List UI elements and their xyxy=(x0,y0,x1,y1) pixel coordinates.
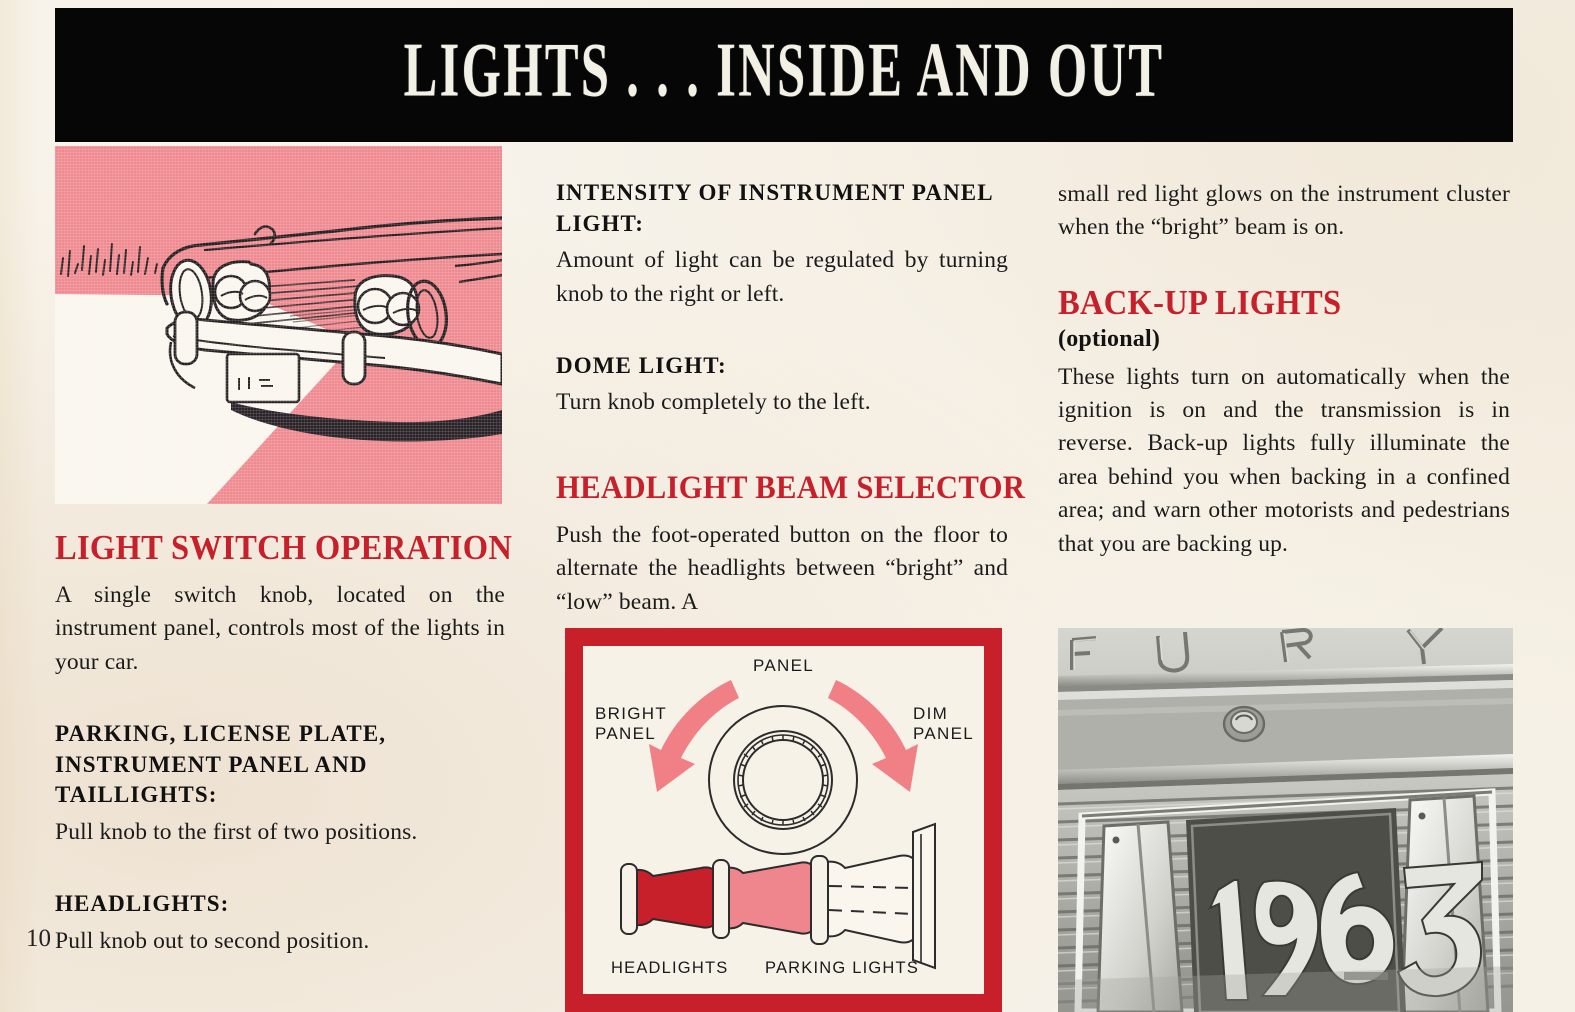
arrow-dim-icon xyxy=(828,680,918,792)
upper-chrome-trim xyxy=(1058,664,1513,700)
page-header-banner: LIGHTS . . . INSIDE AND OUT xyxy=(55,8,1513,142)
subhead-parking-license-plate: PARKING, LICENSE PLATE, INSTRUMENT PANEL… xyxy=(55,721,387,808)
subhead-headlights: HEADLIGHTS: xyxy=(55,891,230,917)
note-optional: (optional) xyxy=(1058,325,1161,352)
knob-knurl-texture xyxy=(737,735,829,825)
paragraph-headlights-position: Pull knob out to second position. xyxy=(55,927,370,954)
diagram-label-bright-panel: BRIGHT PANEL xyxy=(595,704,668,744)
paragraph-parking-positions: Pull knob to the first of two positions. xyxy=(55,818,418,845)
paragraph-light-switch-intro: A single switch knob, located on the ins… xyxy=(55,582,505,675)
paragraph-beam-selector-continued: small red light glows on the instrument … xyxy=(1058,181,1510,241)
spacer xyxy=(55,701,505,719)
knob-segment-headlights xyxy=(628,866,718,929)
heading-back-up-lights: BACK-UP LIGHTS xyxy=(1058,282,1342,322)
backup-light-lens-left xyxy=(1096,820,1184,1012)
knob-segment-parking xyxy=(718,861,816,935)
spacer xyxy=(556,442,1008,472)
diagram-label-panel: PANEL xyxy=(753,656,814,675)
license-plate-number xyxy=(1208,860,1483,1001)
photo-artwork xyxy=(1058,628,1513,1012)
trunk-lock-icon xyxy=(1222,705,1266,743)
car-front-illustration xyxy=(55,146,502,504)
paragraph-beam-selector: Push the foot-operated button on the flo… xyxy=(556,521,1008,615)
arrow-bright-icon xyxy=(649,680,739,792)
paragraph-back-up-lights: These lights turn on automatically when … xyxy=(1058,363,1510,557)
lower-chrome-trim xyxy=(1058,754,1513,790)
heading-headlight-beam-selector: HEADLIGHT BEAM SELECTOR xyxy=(556,469,1026,506)
knob-diagram-artwork xyxy=(620,680,936,970)
car-illustration-artwork xyxy=(55,146,502,504)
subhead-intensity-instrument-panel: INTENSITY OF INSTRUMENT PANEL LIGHT: xyxy=(556,180,993,236)
page-number: 10 xyxy=(26,925,51,952)
paragraph-intensity: Amount of light can be regulated by turn… xyxy=(556,247,1008,307)
spacer xyxy=(556,333,1008,351)
knob-travel-dashes xyxy=(828,885,914,915)
column-right: small red light glows on the instrument … xyxy=(1058,178,1510,561)
plate-chrome-surround xyxy=(1074,788,1502,1012)
fury-badge-letters xyxy=(1070,628,1444,673)
spacer xyxy=(55,871,505,889)
subhead-dome-light: DOME LIGHT: xyxy=(556,352,727,378)
column-left: LIGHT SWITCH OPERATION A single switch k… xyxy=(55,528,513,958)
diagram-caption-headlights: HEADLIGHTS xyxy=(611,959,729,977)
license-plate xyxy=(1186,808,1483,1012)
heading-light-switch-operation: LIGHT SWITCH OPERATION xyxy=(55,528,513,567)
photo-fury-rear-deck xyxy=(1058,628,1513,1012)
diagram-caption-parking-lights: PARKING LIGHTS xyxy=(765,959,920,977)
diagram-label-dim-panel: DIM PANEL xyxy=(913,704,974,744)
headlight-knob-diagram-inner: PANEL BRIGHT PANEL DIM PANEL HEADLIGHTS … xyxy=(583,646,984,994)
paragraph-dome-light: Turn knob completely to the left. xyxy=(556,389,871,416)
knob-segment-off xyxy=(816,854,918,944)
page-title: LIGHTS . . . INSIDE AND OUT xyxy=(403,27,1165,113)
column-middle: INTENSITY OF INSTRUMENT PANEL LIGHT: Amo… xyxy=(556,178,1026,619)
headlight-knob-diagram-box: PANEL BRIGHT PANEL DIM PANEL HEADLIGHTS … xyxy=(565,628,1002,1012)
